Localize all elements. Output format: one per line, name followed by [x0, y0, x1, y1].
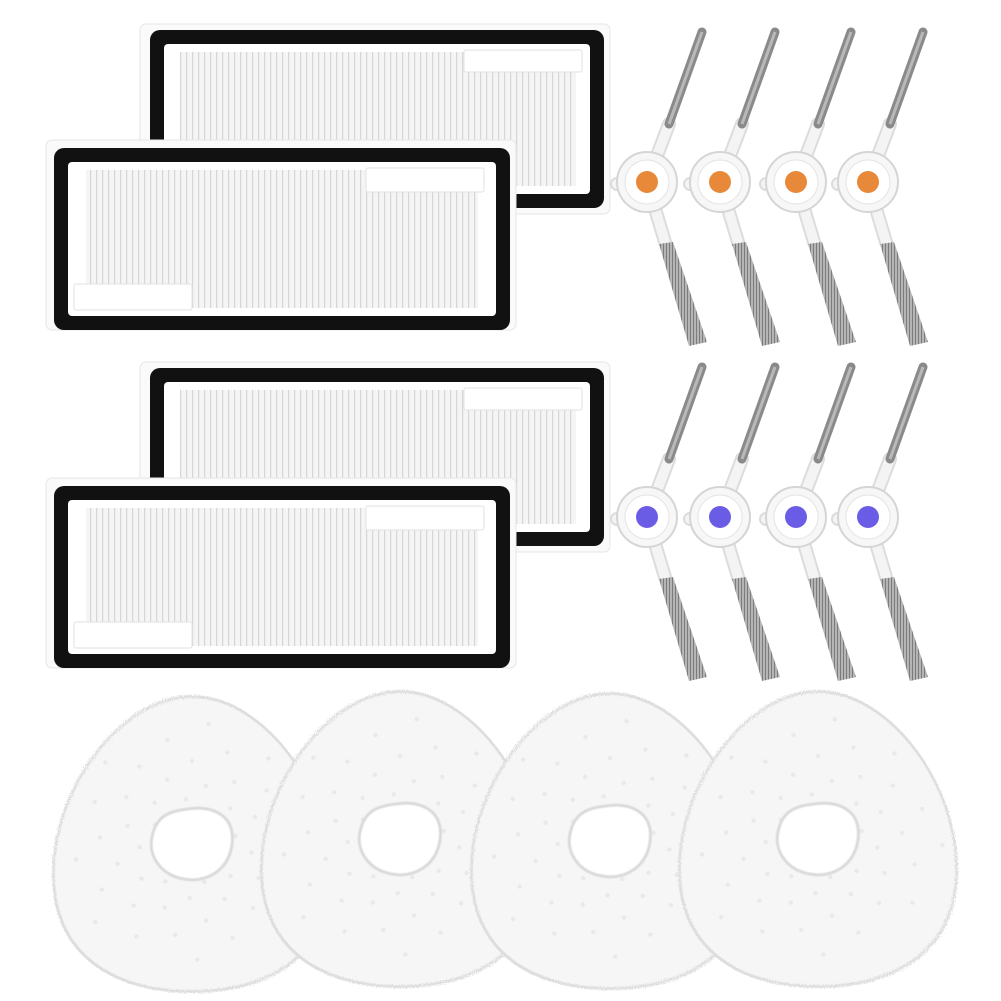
- mop-pad-mount-hole: [149, 806, 234, 882]
- side-brush-orange-hub: [683, 27, 780, 346]
- brush-hub-blue: [785, 506, 807, 528]
- mop-pad: [260, 690, 540, 988]
- brush-hub-blue: [636, 506, 658, 528]
- side-brush-blue-hub: [683, 362, 780, 681]
- hepa-filter-2: [45, 139, 517, 331]
- side-brush-blue-hub: [831, 362, 928, 681]
- hepa-filter-4: [45, 477, 517, 669]
- mop-pad: [678, 690, 958, 988]
- mop-pad: [52, 695, 332, 993]
- brush-hub-orange: [709, 171, 731, 193]
- mop-pad-mount-hole: [567, 803, 652, 879]
- side-brush-blue-hub: [759, 362, 856, 681]
- side-brush-blue-hub: [610, 362, 707, 681]
- brush-hub-blue: [857, 506, 879, 528]
- brush-hub-blue: [709, 506, 731, 528]
- brush-hub-orange: [636, 171, 658, 193]
- side-brush-group: [610, 27, 928, 681]
- side-brush-orange-hub: [610, 27, 707, 346]
- brush-hub-orange: [785, 171, 807, 193]
- side-brush-orange-hub: [759, 27, 856, 346]
- mop-pad-mount-hole: [775, 801, 860, 877]
- mop-pad-group: [52, 690, 958, 993]
- side-brush-orange-hub: [831, 27, 928, 346]
- mop-pad: [470, 692, 750, 990]
- mop-pad-mount-hole: [357, 801, 442, 877]
- brush-hub-orange: [857, 171, 879, 193]
